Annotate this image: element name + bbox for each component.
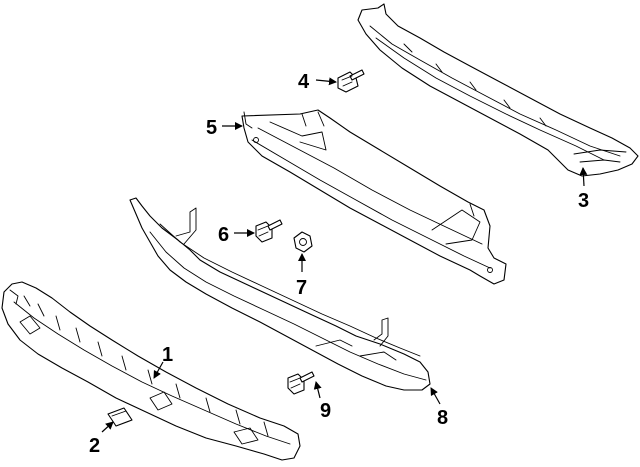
- leader-lines: [101, 77, 588, 433]
- leader-2: [101, 421, 114, 433]
- lower-reinforcement-part: [129, 197, 431, 391]
- leader-8: [430, 387, 441, 405]
- callout-7: 7: [296, 277, 307, 299]
- callout-2: 2: [89, 435, 100, 457]
- callout-8: 8: [437, 407, 448, 429]
- callout-5: 5: [206, 117, 217, 139]
- callout-9: 9: [320, 400, 331, 422]
- bumper-reinforcement-part: [241, 109, 507, 285]
- energy-absorber-part: [1, 281, 301, 461]
- bolt-part-4: [337, 69, 365, 93]
- callout-6: 6: [218, 224, 229, 246]
- leader-9: [313, 381, 322, 399]
- bolt-part-9: [287, 371, 315, 395]
- callout-3: 3: [578, 190, 589, 212]
- callout-4: 4: [298, 71, 310, 93]
- callout-labels: 1 2 3 4 5 6 7 8 9: [89, 71, 589, 457]
- leader-1: [153, 361, 164, 379]
- leader-3: [579, 167, 588, 187]
- label-clip-part: [107, 407, 133, 427]
- leader-4: [315, 77, 337, 86]
- bolt-part-6: [255, 219, 283, 243]
- upper-absorber-part: [357, 3, 639, 177]
- nut-part-7: [293, 231, 313, 253]
- callout-1: 1: [162, 344, 173, 366]
